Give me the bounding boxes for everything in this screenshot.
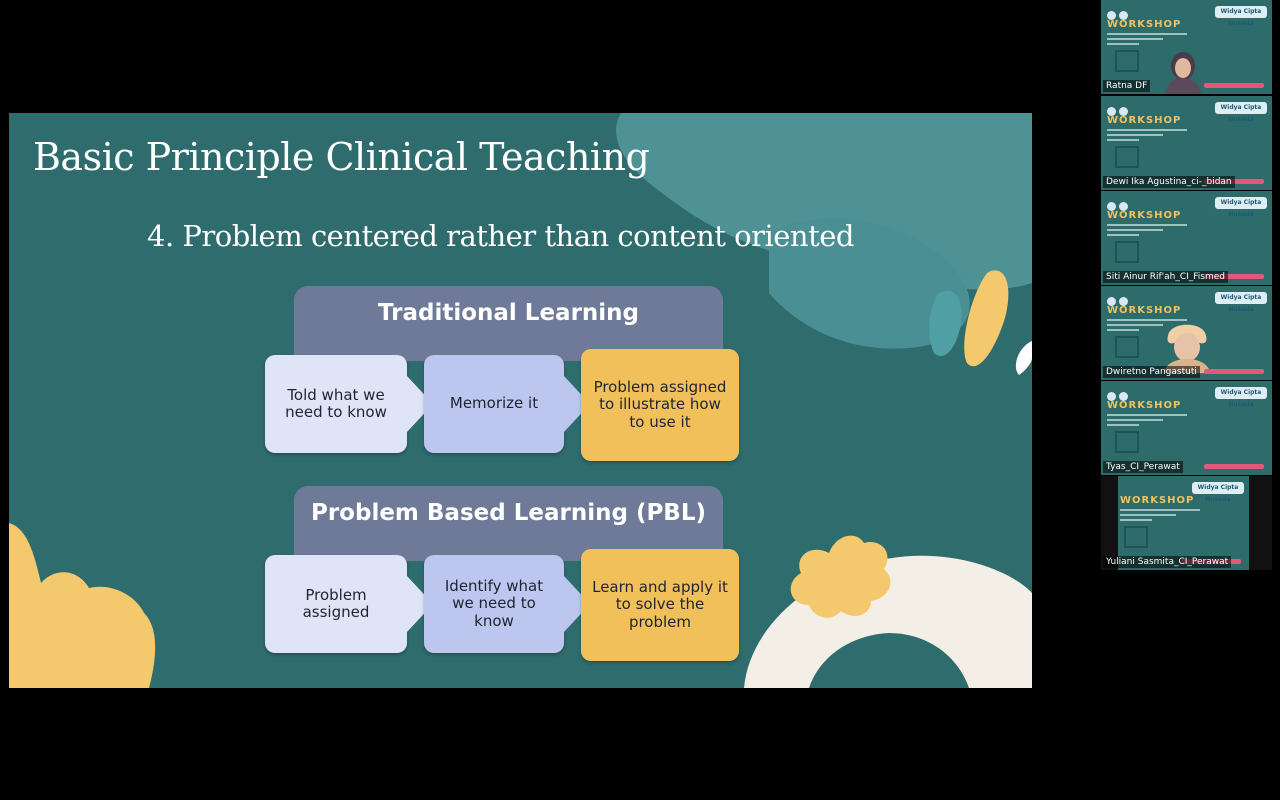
workshop-label: WORKSHOP bbox=[1107, 210, 1182, 221]
slide-decorations bbox=[9, 113, 1032, 688]
participant-video bbox=[1165, 52, 1201, 94]
whiteboard-icon bbox=[1115, 336, 1139, 358]
banner-stripe bbox=[1204, 83, 1264, 88]
participant-gallery: Widya Cipta Husada WORKSHOP Ratna DF Wid… bbox=[1101, 0, 1272, 572]
wch-badge: Widya Cipta Husada bbox=[1215, 6, 1267, 27]
banner-text-lines bbox=[1107, 319, 1187, 334]
banner-stripe bbox=[1204, 369, 1264, 374]
logo-icon bbox=[1107, 5, 1133, 20]
banner-text-lines bbox=[1107, 129, 1187, 144]
whiteboard-icon bbox=[1115, 431, 1139, 453]
participant-name: Yuliani Sasmita_CI_Perawat bbox=[1103, 556, 1232, 568]
banner-text-lines bbox=[1120, 509, 1200, 524]
slide-title: Basic Principle Clinical Teaching bbox=[33, 135, 650, 179]
shared-slide: Basic Principle Clinical Teaching 4. Pro… bbox=[9, 113, 1032, 688]
workshop-label: WORKSHOP bbox=[1107, 19, 1182, 30]
wch-badge: Widya Cipta Husada bbox=[1192, 482, 1244, 503]
participant-name: Tyas_CI_Perawat bbox=[1103, 461, 1183, 473]
logo-icon bbox=[1107, 196, 1133, 211]
participant-name: Ratna DF bbox=[1103, 80, 1151, 92]
participant-tile[interactable]: Widya Cipta Husada WORKSHOP Yuliani Sasm… bbox=[1101, 476, 1272, 570]
banner-stripe bbox=[1204, 464, 1264, 469]
banner-text-lines bbox=[1107, 33, 1187, 48]
traditional-step-3: Problem assigned to illustrate how to us… bbox=[581, 349, 739, 461]
participant-tile[interactable]: Widya Cipta Husada WORKSHOP Dewi Ika Agu… bbox=[1101, 96, 1272, 190]
whiteboard-icon bbox=[1124, 526, 1148, 548]
participant-tile[interactable]: Widya Cipta Husada WORKSHOP Siti Ainur R… bbox=[1101, 191, 1272, 285]
pbl-step-2: Identify what we need to know bbox=[424, 555, 564, 653]
logo-icon bbox=[1107, 291, 1133, 306]
traditional-step-1: Told what we need to know bbox=[265, 355, 407, 453]
traditional-learning-header: Traditional Learning bbox=[294, 286, 723, 361]
whiteboard-icon bbox=[1115, 146, 1139, 168]
whiteboard-icon bbox=[1115, 50, 1139, 72]
participant-name: Dwiretno Pangastuti bbox=[1103, 366, 1200, 378]
wch-badge: Widya Cipta Husada bbox=[1215, 387, 1267, 408]
participant-tile[interactable]: Widya Cipta Husada WORKSHOP Tyas_CI_Pera… bbox=[1101, 381, 1272, 475]
participant-name: Siti Ainur Rif'ah_CI_Fismed bbox=[1103, 271, 1229, 283]
participant-name: Dewi Ika Agustina_ci-_bidan bbox=[1103, 176, 1235, 188]
pbl-header: Problem Based Learning (PBL) bbox=[294, 486, 723, 561]
participant-video bbox=[1163, 324, 1211, 374]
wch-badge: Widya Cipta Husada bbox=[1215, 197, 1267, 218]
logo-icon bbox=[1107, 386, 1133, 401]
pbl-step-1: Problem assigned bbox=[265, 555, 407, 653]
whiteboard-icon bbox=[1115, 241, 1139, 263]
pbl-step-3: Learn and apply it to solve the problem bbox=[581, 549, 739, 661]
participant-tile[interactable]: Widya Cipta Husada WORKSHOP Dwiretno Pan… bbox=[1101, 286, 1272, 380]
pbl-title: Problem Based Learning (PBL) bbox=[310, 500, 707, 526]
wch-badge: Widya Cipta Husada bbox=[1215, 292, 1267, 313]
workshop-label: WORKSHOP bbox=[1107, 400, 1182, 411]
wch-badge: Widya Cipta Husada bbox=[1215, 102, 1267, 123]
participant-tile[interactable]: Widya Cipta Husada WORKSHOP Ratna DF bbox=[1101, 0, 1272, 94]
workshop-label: WORKSHOP bbox=[1120, 495, 1195, 506]
workshop-label: WORKSHOP bbox=[1107, 115, 1182, 126]
traditional-learning-title: Traditional Learning bbox=[377, 300, 640, 326]
logo-icon bbox=[1107, 101, 1133, 116]
banner-stripe bbox=[1204, 274, 1264, 279]
banner-text-lines bbox=[1107, 224, 1187, 239]
participant-video: Widya Cipta Husada WORKSHOP bbox=[1118, 476, 1249, 570]
traditional-step-2: Memorize it bbox=[424, 355, 564, 453]
banner-text-lines bbox=[1107, 414, 1187, 429]
slide-subtitle: 4. Problem centered rather than content … bbox=[147, 219, 854, 253]
workshop-label: WORKSHOP bbox=[1107, 305, 1182, 316]
